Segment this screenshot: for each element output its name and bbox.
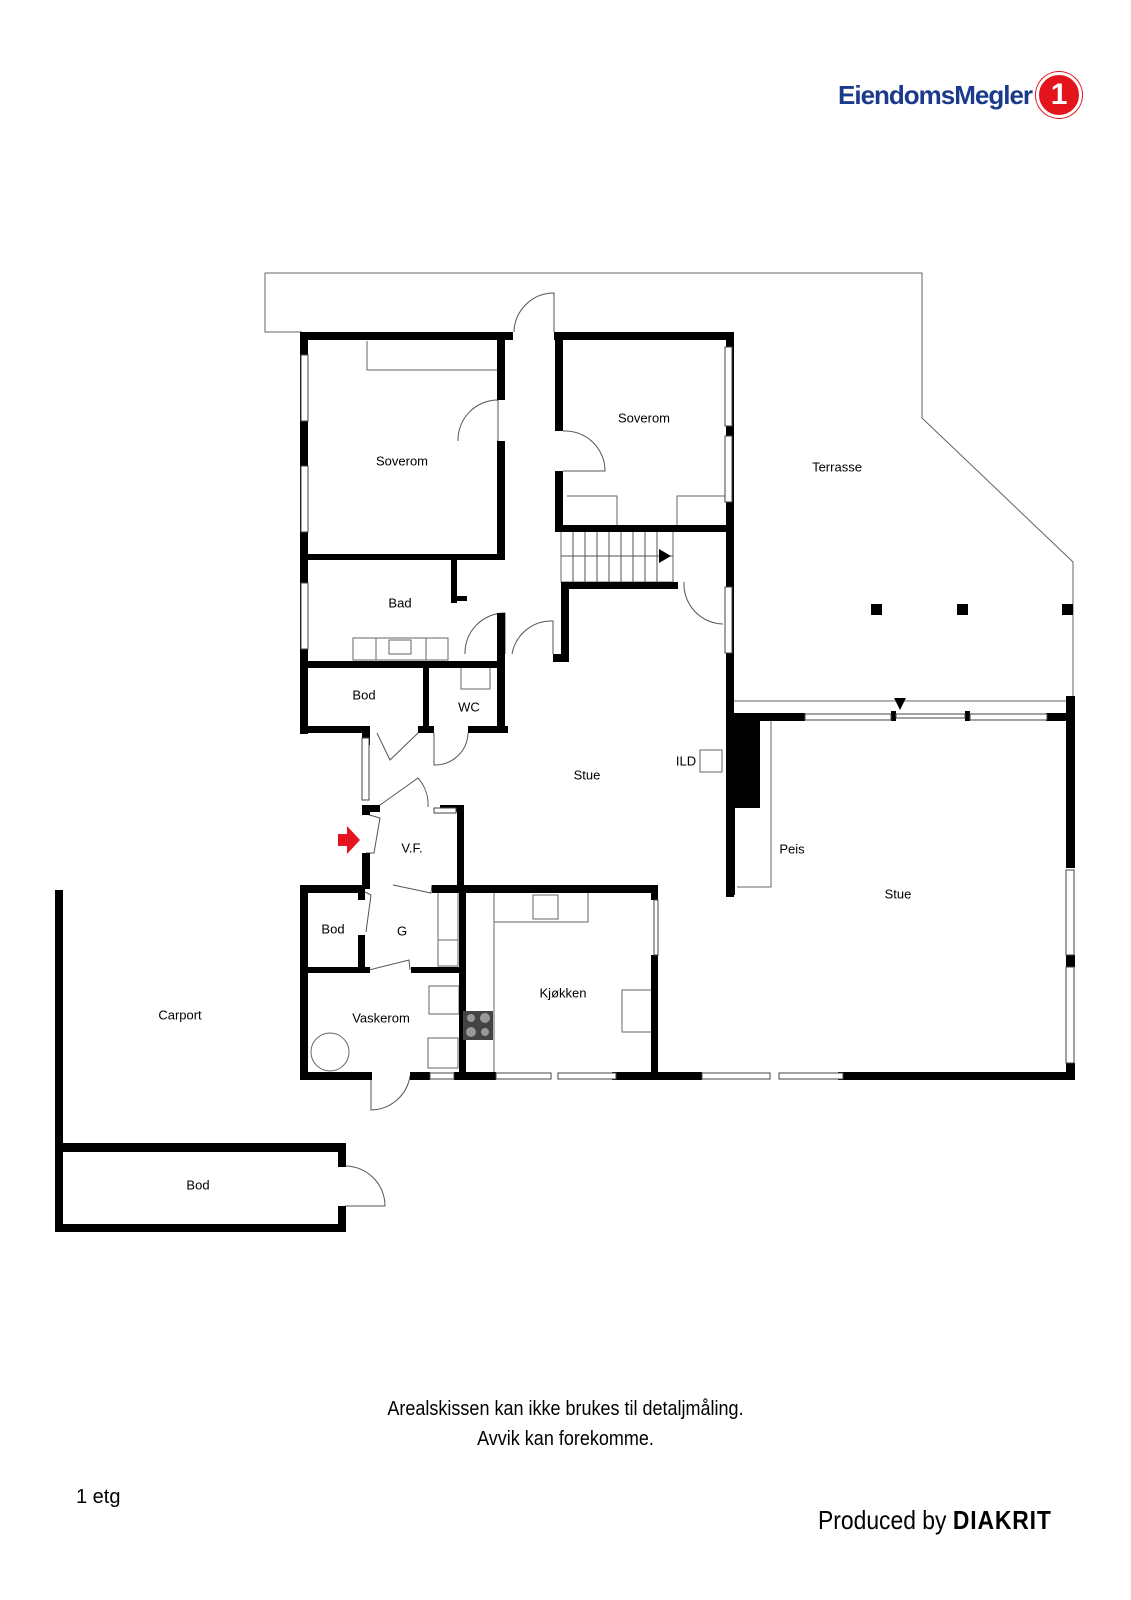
- room-wc: WC: [458, 699, 480, 715]
- room-soverom: Soverom: [375, 453, 429, 469]
- room-stue: Stue: [573, 767, 601, 783]
- producer-name: DIAKRIT: [952, 1505, 1052, 1535]
- produced-by-text: Produced by: [818, 1505, 947, 1535]
- room-carport: Carport: [158, 1007, 202, 1023]
- room-bod: Bod: [321, 921, 345, 937]
- room-bod: Bod: [352, 687, 376, 703]
- room-bod: Bod: [186, 1177, 210, 1193]
- brand-name: EiendomsMegler: [838, 79, 1033, 110]
- disclaimer-line-2: Avvik kan forekomme.: [477, 1428, 654, 1450]
- room-kjokken: Kjøkken: [539, 985, 587, 1001]
- terrace-outline: [264, 272, 1074, 700]
- fireplace-mass: [735, 713, 760, 808]
- room-bad: Bad: [388, 595, 412, 611]
- disclaimer-line-1: Arealskissen kan ikke brukes til detaljm…: [387, 1398, 744, 1420]
- label-ild: ILD: [675, 753, 697, 769]
- room-soverom: Soverom: [617, 410, 671, 426]
- brand-badge-icon: 1: [1036, 72, 1083, 118]
- entrance-arrow-icon: [338, 826, 360, 854]
- brand-logo: EiendomsMegler 1: [838, 72, 1083, 118]
- room-vf: V.F.: [401, 840, 423, 856]
- floor-label: 1 etg: [76, 1486, 121, 1508]
- room-g: G: [396, 923, 408, 939]
- room-stue: Stue: [884, 886, 912, 902]
- stove-icon: [463, 1011, 493, 1040]
- label-peis: Peis: [779, 841, 805, 857]
- room-terrasse: Terrasse: [812, 459, 862, 475]
- producer-credit: Produced by DIAKRIT: [818, 1505, 1052, 1536]
- room-vaskerom: Vaskerom: [352, 1010, 410, 1026]
